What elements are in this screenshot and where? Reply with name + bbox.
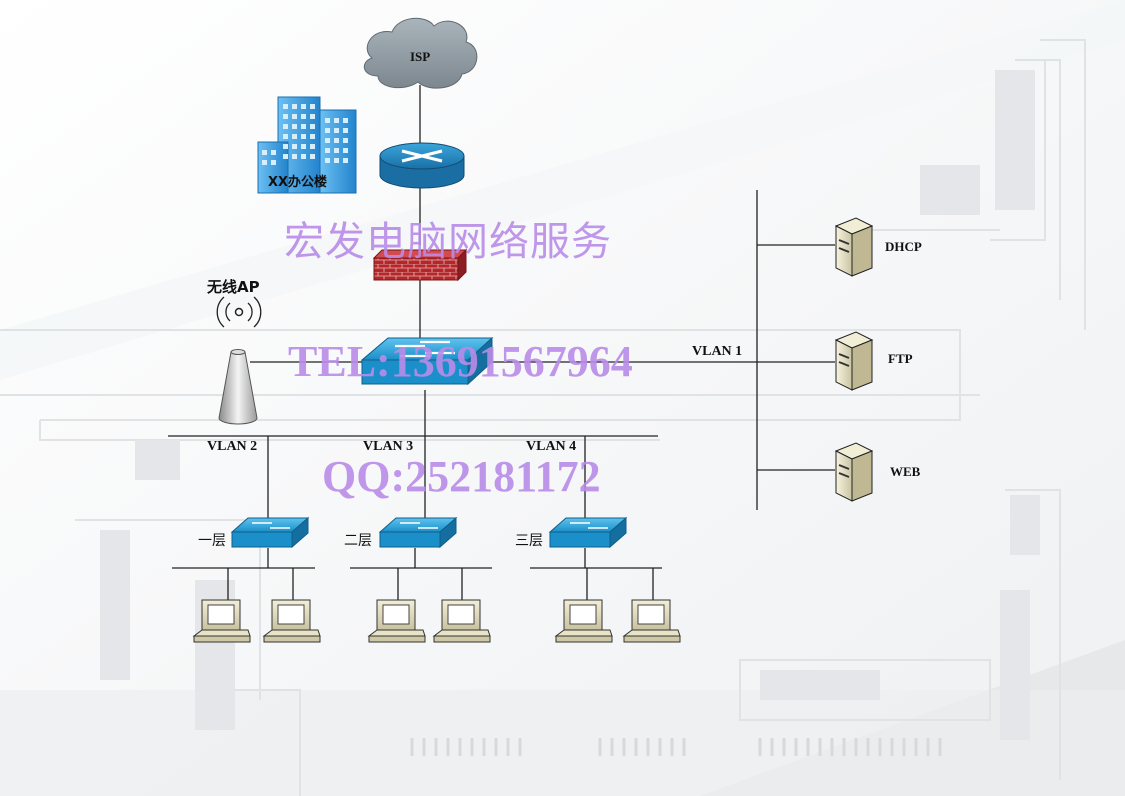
network-links: [168, 85, 835, 600]
watermark-qq: QQ:252181172: [322, 452, 601, 501]
web-server-icon: [834, 442, 874, 502]
floor1-label: 一层: [198, 533, 226, 549]
wireless-ap-label: 无线AP: [207, 278, 260, 296]
floor1-switch-icon: [230, 516, 310, 549]
floor3-label: 三层: [515, 533, 543, 549]
wireless-ap-icon: [216, 296, 262, 425]
floor2-label: 二层: [344, 533, 372, 549]
watermark-tel: TEL:13691567964: [288, 337, 633, 386]
pc-icon: [622, 599, 681, 643]
web-label: WEB: [890, 464, 921, 479]
pc-icon: [432, 599, 491, 643]
router-icon: [379, 142, 465, 189]
firewall-icon: [372, 248, 468, 282]
pc-icon: [192, 599, 251, 643]
pc-icon: [262, 599, 321, 643]
dhcp-label: DHCP: [885, 239, 922, 254]
ftp-server-icon: [834, 331, 874, 391]
vlan1-label: VLAN 1: [692, 344, 743, 359]
vlan4-label: VLAN 4: [526, 439, 577, 454]
watermark-company: 宏发电脑网络服务: [284, 219, 612, 265]
ftp-label: FTP: [888, 351, 913, 366]
pc-icon: [554, 599, 613, 643]
core-switch-icon: [360, 336, 494, 386]
dhcp-server-icon: [834, 217, 874, 277]
isp-cloud-icon: [363, 17, 478, 89]
office-building-icon: [257, 96, 357, 194]
isp-label: ISP: [410, 49, 431, 64]
building-label: XX办公楼: [268, 175, 328, 190]
floor3-switch-icon: [548, 516, 628, 549]
vlan2-label: VLAN 2: [207, 439, 258, 454]
vlan3-label: VLAN 3: [363, 439, 414, 454]
pc-icon: [367, 599, 426, 643]
floor2-switch-icon: [378, 516, 458, 549]
